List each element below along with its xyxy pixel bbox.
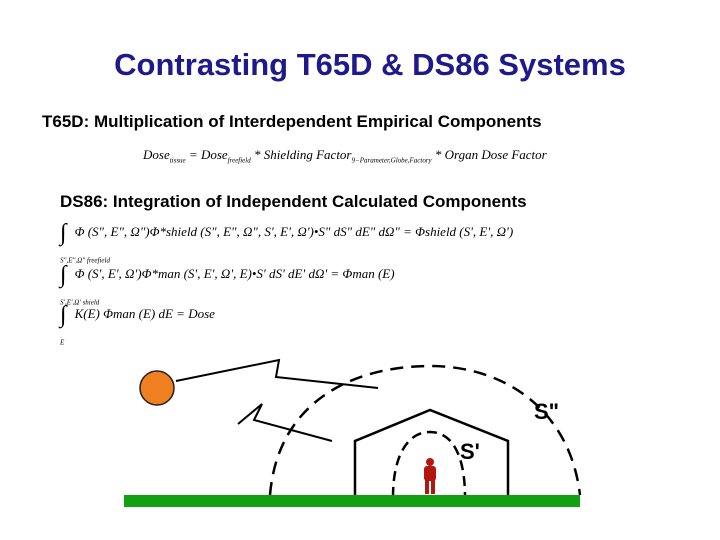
inner-dome <box>391 430 467 498</box>
ground <box>124 495 580 507</box>
sun-icon <box>139 370 175 406</box>
ds86-equation-3: ∫ K(E) Φman (E) dE = Dose E <box>60 302 215 347</box>
house-icon <box>353 408 510 497</box>
outer-shield-label: S" <box>534 399 559 424</box>
integral-icon: ∫ <box>60 220 67 246</box>
ds86-equation-3-sub: E <box>60 338 65 347</box>
eq-rhs3: * Organ Dose Factor <box>434 147 547 162</box>
eq-rhs1: = Dose <box>188 147 228 162</box>
ds86-equation-1: ∫ Φ (S", E", Ω")Φ*shield (S", E", Ω", S',… <box>60 220 513 265</box>
radiation-path-lower <box>237 403 333 442</box>
person-icon <box>424 458 436 494</box>
eq-rhs2: * Shielding Factor <box>254 147 352 162</box>
eq-lhs-sub: tissue <box>169 156 186 165</box>
ds86-equation-2: ∫ Φ (S', E', Ω')Φ*man (S', E', Ω', E)•S' … <box>60 262 395 307</box>
ds86-equation-2-sub: S',E',Ω' shield <box>60 298 100 307</box>
t65d-equation: Dosetissue = Dosefreefield * Shielding F… <box>143 147 547 165</box>
eq-rhs1-sub: freefield <box>227 156 251 165</box>
radiation-path-upper <box>175 358 379 389</box>
eq-rhs2-sub: 9−Parameter,Globe,Factory <box>351 156 432 165</box>
integral-icon: ∫ <box>60 262 67 288</box>
integral-icon: ∫ <box>60 302 67 328</box>
inner-shield-label: S' <box>460 439 480 464</box>
ds86-equation-3-text: K(E) Φman (E) dE = Dose <box>74 306 215 321</box>
ds86-equation-1-sub: S",E",Ω" freefield <box>60 256 110 265</box>
t65d-heading: T65D: Multiplication of Interdependent E… <box>42 112 542 131</box>
ds86-equation-2-text: Φ (S', E', Ω')Φ*man (S', E', Ω', E)•S' d… <box>74 266 395 281</box>
eq-lhs: Dose <box>143 147 170 162</box>
ds86-equation-1-text: Φ (S", E", Ω")Φ*shield (S", E", Ω", S', … <box>74 224 514 239</box>
slide-title: Contrasting T65D & DS86 Systems <box>114 47 626 82</box>
ds86-heading: DS86: Integration of Independent Calcula… <box>60 192 527 211</box>
